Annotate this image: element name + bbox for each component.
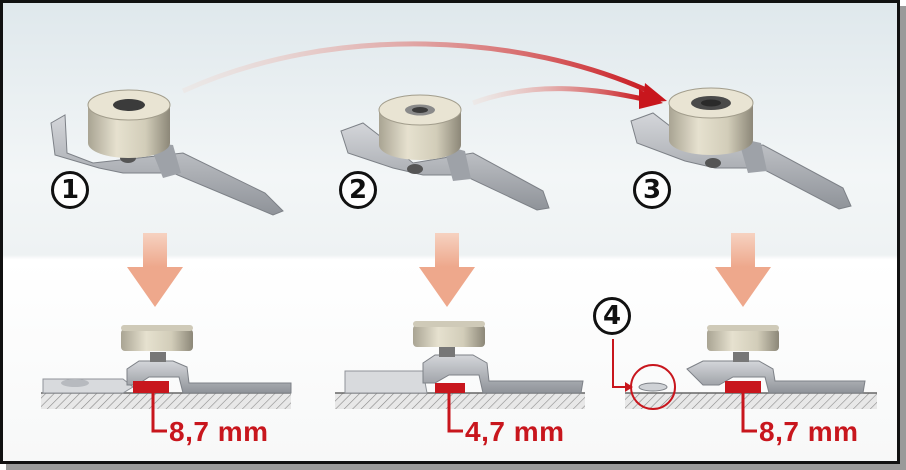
part-2-render	[340, 94, 550, 211]
step-2-marker: 2	[339, 171, 377, 209]
part-1-render	[50, 89, 284, 216]
diagram-canvas	[41, 41, 877, 433]
down-arrow-3	[715, 233, 771, 307]
down-arrow-1	[127, 233, 183, 307]
step-1-marker: 1	[51, 171, 89, 209]
step-3-marker: 3	[633, 171, 671, 209]
transfer-arrow-2-to-3	[472, 86, 644, 106]
side-view-2	[335, 321, 585, 433]
transfer-arrow-1-to-3	[181, 41, 655, 96]
side-view-1	[41, 325, 292, 433]
measurement-step-3: 8,7 mm	[759, 416, 859, 447]
down-arrow-2	[419, 233, 475, 307]
transfer-arrow-2-head	[639, 89, 663, 109]
measurement-step-2: 4,7 mm	[465, 416, 565, 447]
side-view-3	[612, 325, 877, 433]
detail-4-leader	[612, 339, 629, 388]
measurement-step-1: 8,7 mm	[169, 416, 269, 447]
detail-4-marker: 4	[593, 297, 631, 335]
part-3-render	[630, 87, 852, 210]
